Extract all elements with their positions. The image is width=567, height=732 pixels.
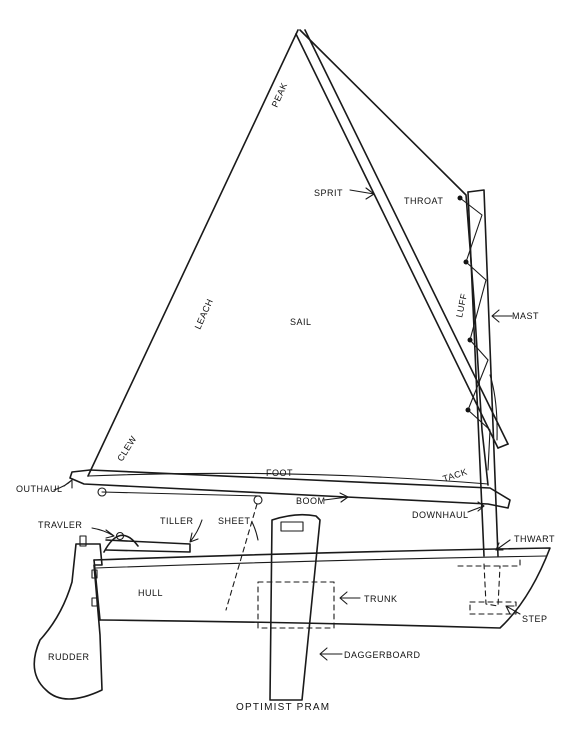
arrow-sprit [349,187,375,200]
arrow-thwart [495,539,511,551]
label-leach: LEACH [193,297,215,331]
arrow-mast [491,309,513,323]
diagram-caption: OPTIMIST PRAM [236,702,330,713]
pointer-arrows [53,187,521,661]
label-tiller: TILLER [160,516,194,526]
sail-foot-edge [87,472,489,485]
arrow-travler [91,527,115,539]
arrow-daggerboard [319,647,343,661]
label-throat: THROAT [404,196,443,206]
label-clew: CLEW [115,434,138,463]
label-luff: LUFF [454,292,469,318]
trunk-outline [257,581,335,629]
label-sail: SAIL [290,317,312,327]
arrow-outhaul [53,479,73,491]
tiller-traveler [103,531,191,553]
sail-luff-edge [299,29,489,486]
label-mast: MAST [512,311,539,321]
sail [87,29,489,486]
sail-leach-edge [87,29,299,477]
arrow-step [505,605,521,615]
label-boom: BOOM [296,496,326,506]
arrow-tiller [189,519,203,543]
label-rudder: RUDDER [48,652,90,662]
sprit [295,29,509,449]
label-foot: FOOT [266,468,293,478]
label-trunk: TRUNK [364,594,398,604]
luff-lacing [457,195,491,471]
label-thwart: THWART [514,534,555,544]
daggerboard [269,513,321,701]
label-hull: HULL [138,588,163,598]
label-daggerboard: DAGGERBOARD [344,650,421,660]
arrow-boom [323,492,349,503]
label-step: STEP [522,614,548,624]
label-outhaul: OUTHAUL [16,484,63,494]
label-sprit: SPRIT [314,188,343,198]
label-sheet: SHEET [218,516,251,526]
arrow-sheet [251,521,259,541]
label-downhaul: DOWNHAUL [412,510,469,520]
boom [69,469,511,509]
arrow-downhaul [467,501,485,513]
label-travler: TRAVLER [38,520,82,530]
arrow-trunk [339,591,361,605]
rudder [33,535,103,700]
thwart-step [457,555,521,615]
mast [467,189,499,557]
